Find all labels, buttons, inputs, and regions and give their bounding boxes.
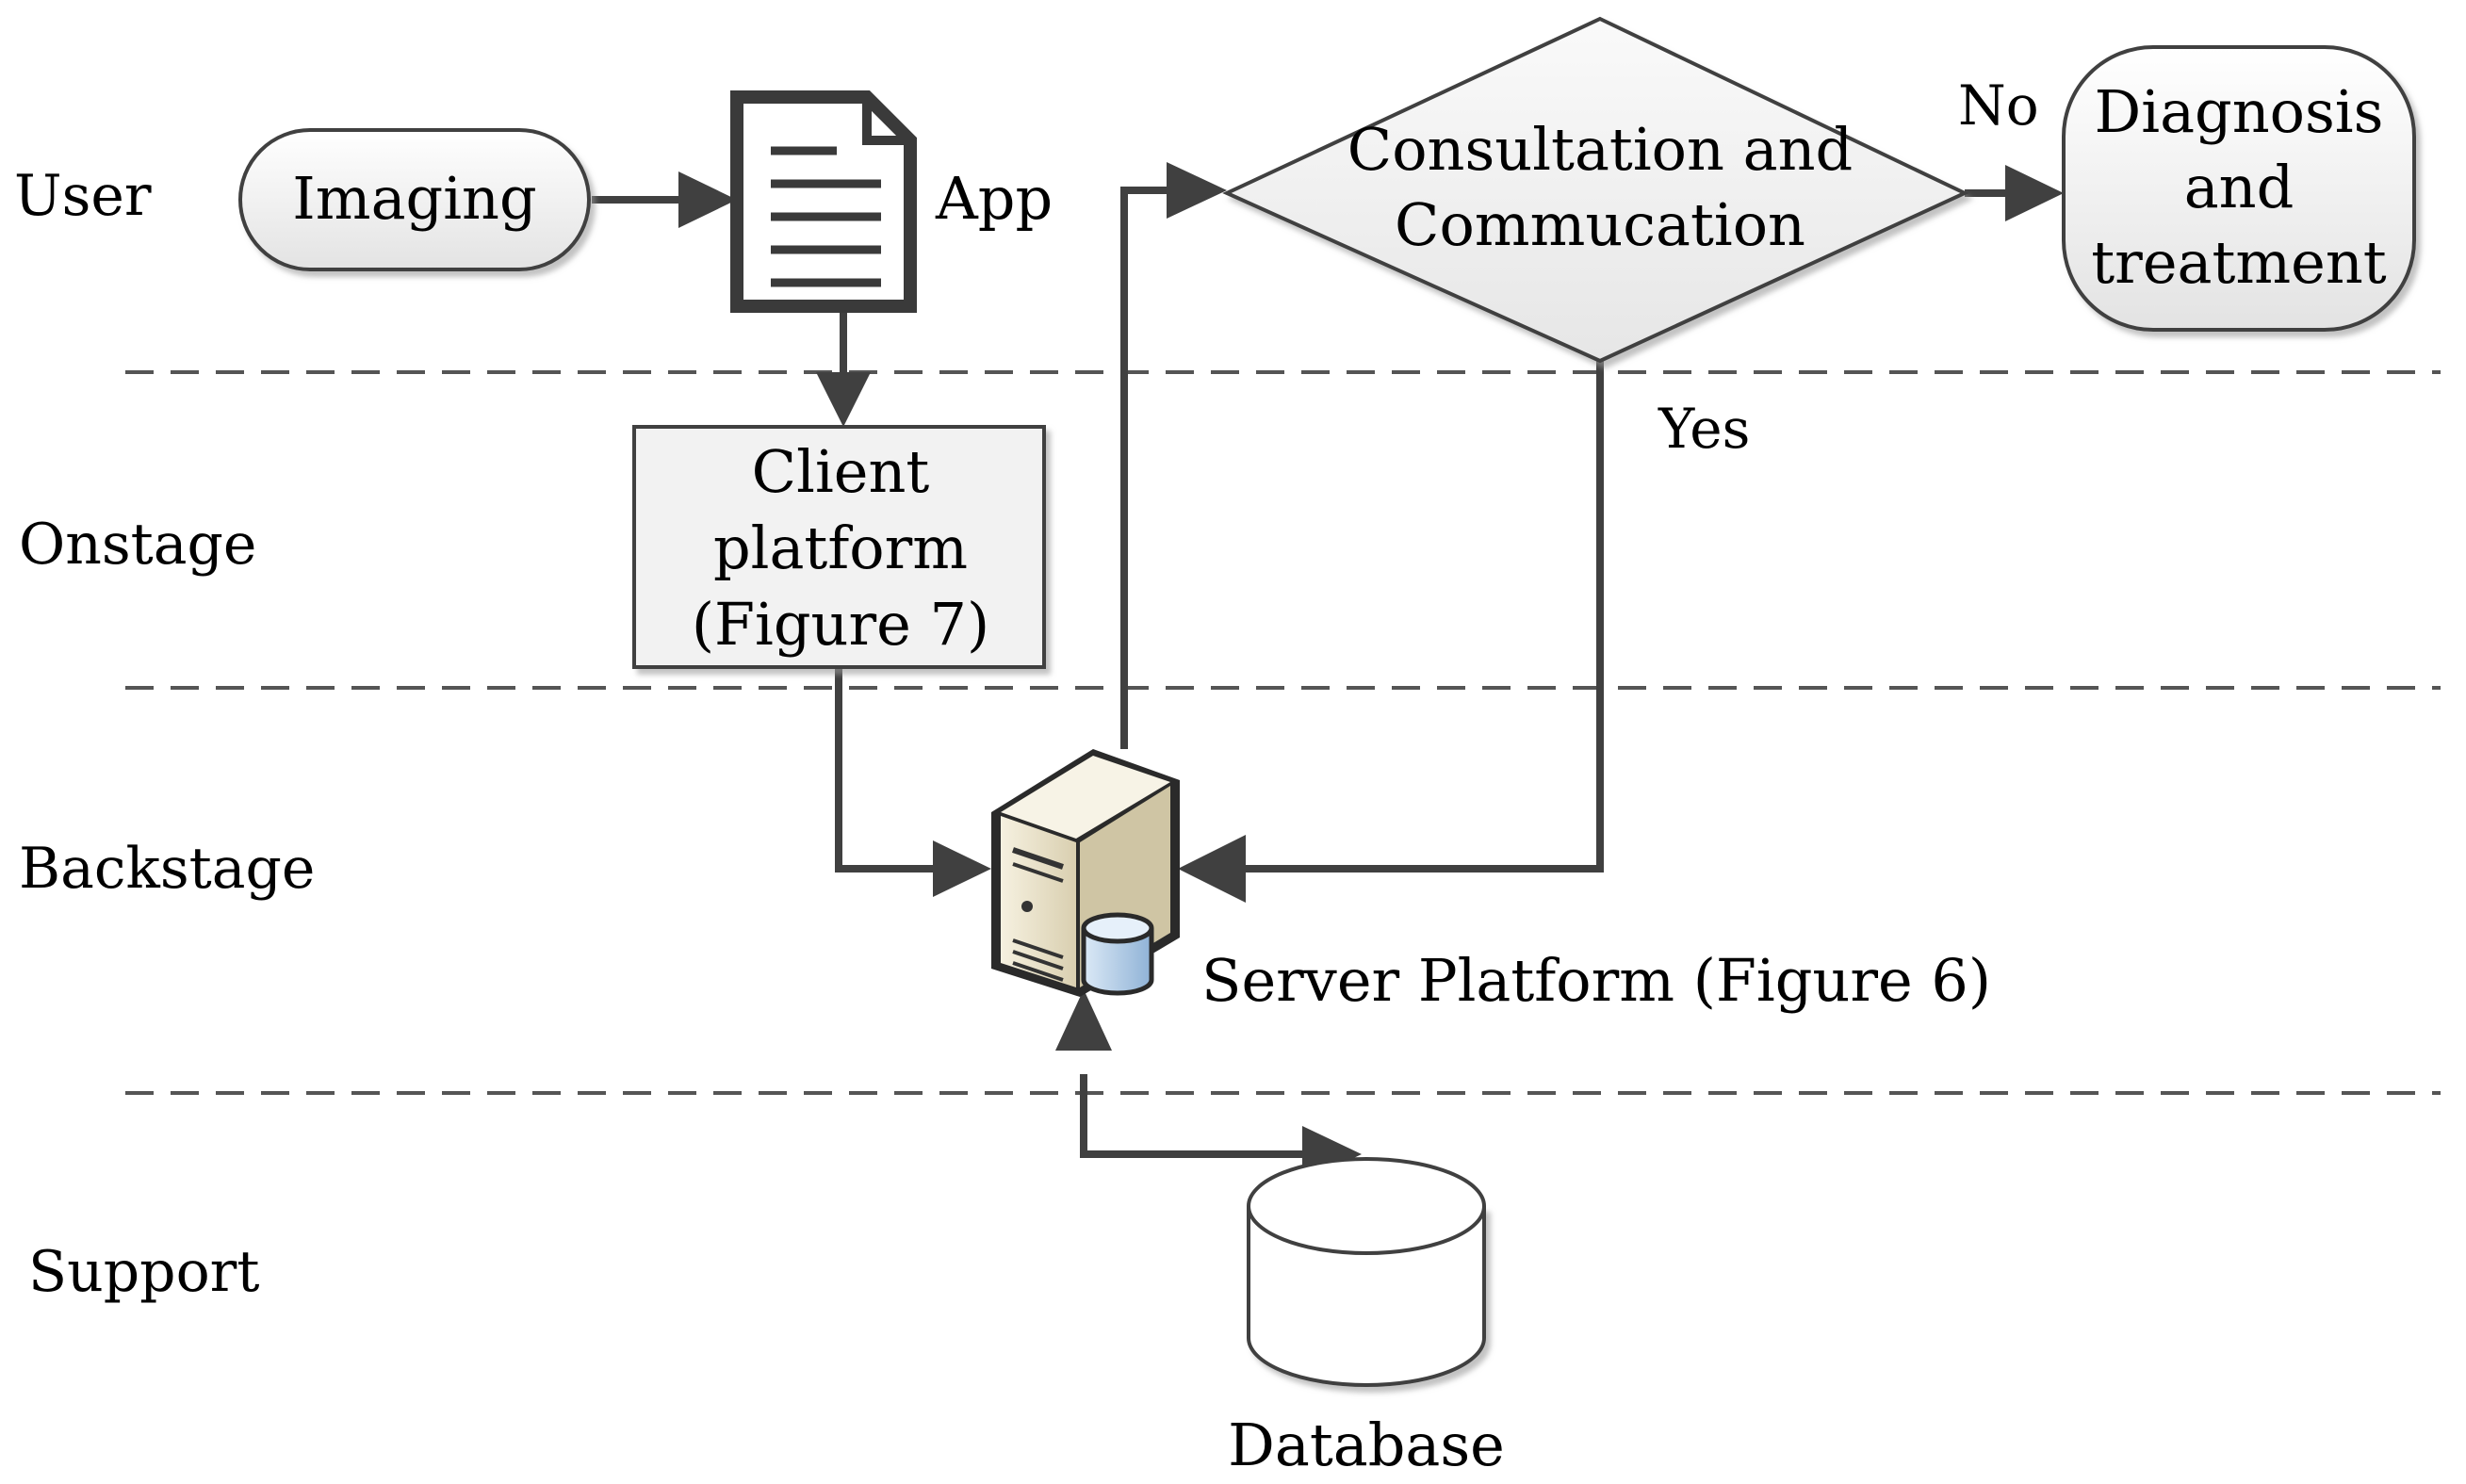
client-platform-label-line2: platform [713,514,968,582]
consultation-diamond-shape [1222,16,1969,364]
database-label: Database [1228,1411,1505,1479]
arrowhead-icon [1167,162,1227,219]
imaging-shape [238,128,591,271]
edge-consultation-server [1236,361,1604,872]
document-icon [730,90,917,313]
node-database[interactable]: Database [1228,1157,1505,1479]
connectors [592,162,2064,1182]
client-platform-label-line1: Client [752,437,930,506]
consultation-label-line1: Consultation and [1347,115,1853,184]
edge-label-no: No [1958,73,2039,138]
arrowhead-icon [2005,165,2064,221]
database-small-icon [1081,912,1154,996]
lane-label-backstage: Backstage [19,836,315,902]
node-server-platform[interactable]: Server Platform (Figure 6) [991,749,1991,1015]
diagnosis-label-line3: treatment [2091,228,2387,297]
database-cylinder-body [1247,1206,1486,1387]
node-diagnosis-treatment[interactable]: Diagnosis and treatment [2062,45,2416,332]
arrowhead-icon [933,840,991,897]
consultation-label-line2: Commucation [1395,190,1805,259]
lane-label-support: Support [28,1239,259,1305]
edge-server-consultation [1120,187,1173,749]
app-label: App [935,164,1053,233]
node-consultation-decision[interactable]: Consultation and Commucation [1222,16,1969,364]
arrowhead-icon [678,171,737,228]
server-platform-label: Server Platform (Figure 6) [1201,946,1991,1015]
lane-label-user: User [14,163,152,229]
diagnosis-shape [2062,45,2416,332]
lane-separators [125,370,2441,1095]
edge-database-server [1080,1074,1310,1158]
node-app[interactable]: App [730,90,1053,313]
edge-label-yes: Yes [1658,397,1750,461]
arrowhead-icon [1178,835,1246,903]
node-imaging[interactable]: Imaging [238,128,591,271]
diagnosis-label-line1: Diagnosis [2095,77,2384,146]
client-platform-shape [632,425,1046,669]
node-client-platform[interactable]: Client platform (Figure 7) [632,425,1046,669]
edge-client-server [835,667,942,872]
arrowhead-icon [816,372,871,427]
arrowhead-icon [1055,989,1112,1051]
imaging-label: Imaging [292,164,536,233]
database-icon [1247,1157,1486,1255]
client-platform-label-line3: (Figure 7) [692,590,989,659]
diagnosis-label-line2: and [2184,153,2295,221]
lane-label-onstage: Onstage [19,512,256,578]
